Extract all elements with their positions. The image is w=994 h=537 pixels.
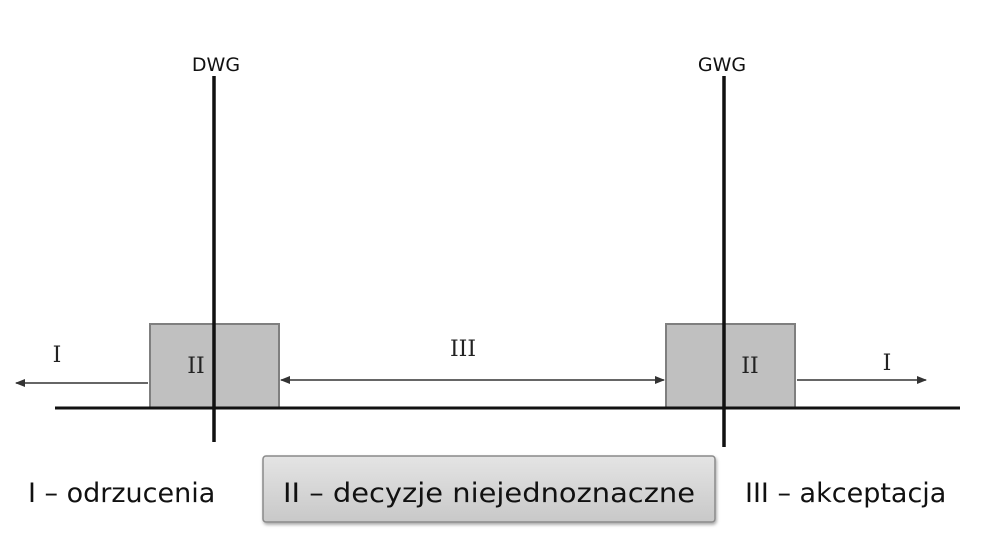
left-reject-zone-label: I [53,343,62,368]
right-reject-zone-label: I [883,351,892,376]
legend-reject-text: I – odrzucenia [28,478,215,509]
right-ambiguous-zone-label: II [741,354,758,379]
legend-ambiguous-box [262,455,716,523]
accept-zone-label: III [450,337,476,362]
legend-accept-text: III – akceptacja [745,478,946,509]
legend-ambiguous-text: II – decyzje niejednoznaczne [283,478,695,509]
lower-limit-label: DWG [192,54,240,76]
right-ambiguous-zone-box [665,323,796,409]
left-ambiguous-zone-label: II [187,354,204,379]
upper-limit-label: GWG [698,54,746,76]
